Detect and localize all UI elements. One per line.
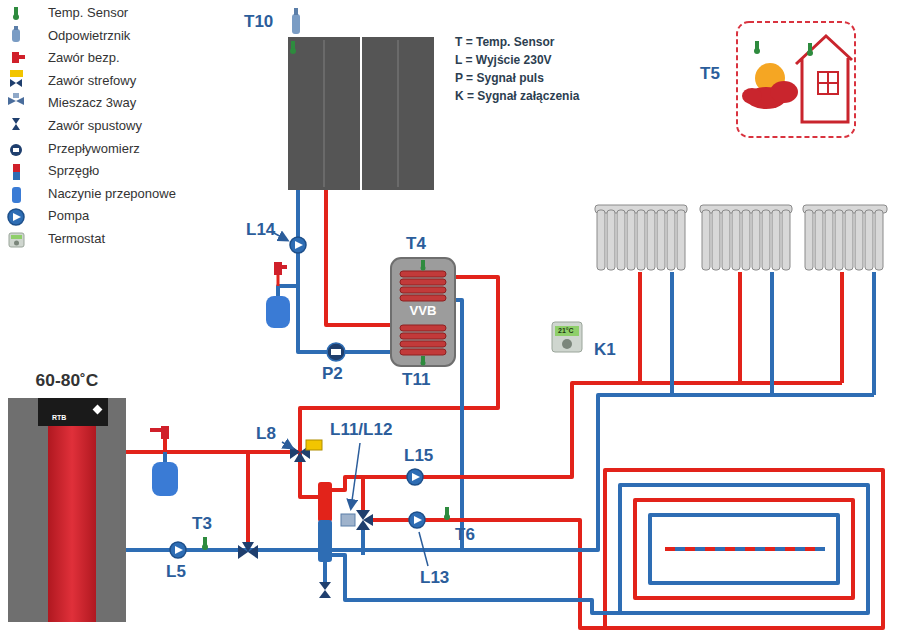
display-reading: 21°C [558,327,574,335]
callout-label: T3 [192,514,212,534]
callout-label: L5 [166,562,186,582]
callout-label: T5 [700,64,720,84]
legend-text: Mieszacz 3way [48,96,136,111]
legend-icons [8,7,25,247]
boiler-display: RTB [38,398,108,426]
legend-text: Pompa [48,209,89,224]
pipes [165,190,883,628]
radiators [595,205,887,270]
legend-text: Naczynie przeponowe [48,187,176,202]
legend-text: Zawór spustowy [48,119,142,134]
legend-text: Odpowietrznik [48,29,130,44]
callout-label: T6 [455,525,475,545]
callout-label: L14 [246,220,275,240]
brand-label: RTB [52,414,66,422]
legend-text: Przepływomierz [48,142,140,157]
abbreviation-note: P = Sygnał puls [455,72,544,86]
callout-label: T4 [406,234,426,254]
pipe-connector [126,300,462,550]
abbreviation-note: T = Temp. Sensor [455,36,554,50]
boiler-heading: 60-80˚C [8,370,126,390]
callout-label: T11 [402,370,430,390]
abbreviation-note: L = Wyjście 230V [455,54,552,68]
storage-tank: VVB [390,257,456,367]
legend-text: Sprzęgło [48,164,99,179]
solar-collector [288,8,434,190]
abbreviation-note: K = Sygnał załączenia [455,90,579,104]
callout-label: L15 [404,446,433,466]
legend-text: Temp. Sensor [48,6,128,21]
callout-label: T10 [244,12,273,32]
fittings [150,237,582,598]
tank-label: VVB [390,303,456,318]
callout-label: K1 [594,340,616,360]
outdoor-sensor-icon [737,22,855,137]
boiler-unit: 60-80˚C RTB [8,368,126,622]
legend-text: Termostat [48,232,105,247]
boiler-stripe [48,426,96,622]
callout-label: P2 [322,364,343,384]
display-icon [93,405,103,415]
legend-text: Zawór strefowy [48,74,136,89]
callout-label: L13 [420,568,449,588]
callout-label: L8 [256,424,276,444]
boiler-body: RTB [8,398,126,622]
legend-text: Zawór bezp. [48,51,120,66]
callout-label: L11/L12 [330,420,392,440]
